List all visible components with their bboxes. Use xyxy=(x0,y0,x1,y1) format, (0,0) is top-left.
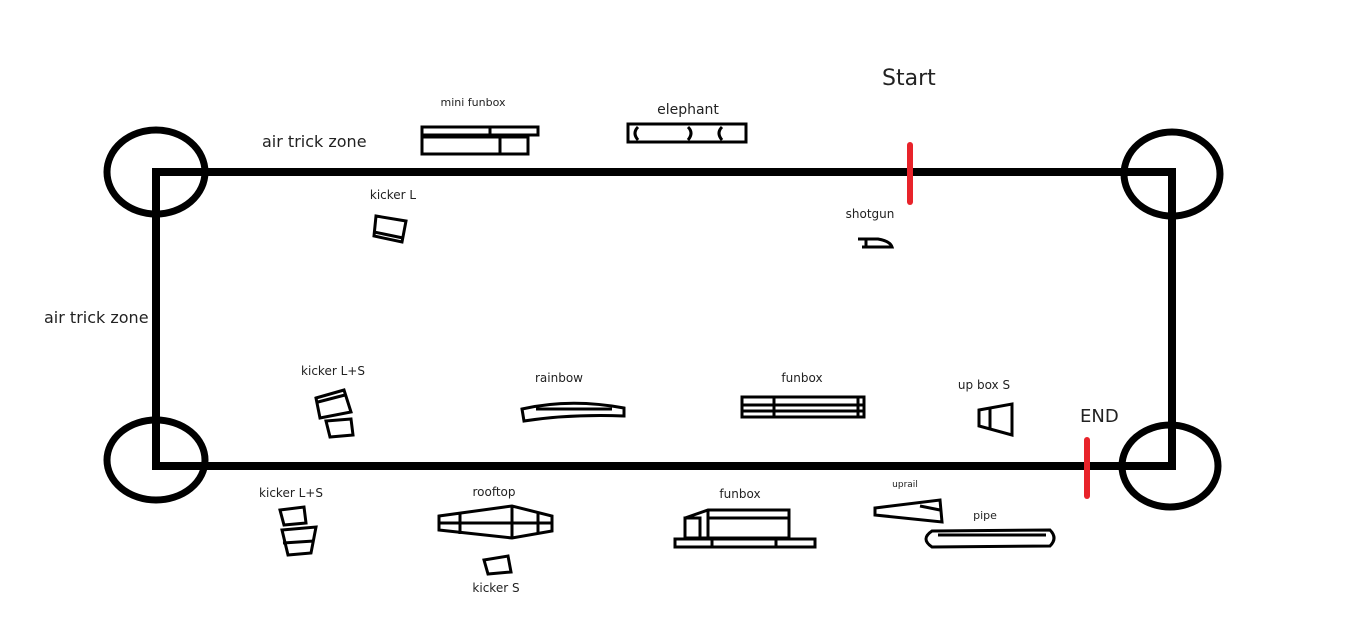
rainbow-label: rainbow xyxy=(535,371,583,385)
up-box-s-shape xyxy=(977,402,1014,437)
elephant-shape xyxy=(626,122,748,144)
funbox-outer-label: funbox xyxy=(719,487,761,501)
corner-circle-bottom-right xyxy=(1118,421,1222,511)
rooftop-label: rooftop xyxy=(472,485,516,499)
start-label: Start xyxy=(882,66,936,91)
kicker-s-label: kicker S xyxy=(472,581,520,595)
rainbow-shape xyxy=(520,401,626,423)
rooftop-shape xyxy=(437,504,554,540)
track-outline xyxy=(152,168,1176,470)
funbox-inner-label: funbox xyxy=(781,371,823,385)
kicker-l-label: kicker L xyxy=(369,188,417,202)
funbox-outer-shape xyxy=(673,508,817,549)
air-trick-zone-top-label: air trick zone xyxy=(262,132,367,151)
end-label: END xyxy=(1080,406,1119,427)
kicker-ls-outer-label: kicker L+S xyxy=(259,486,323,500)
kicker-s-shape xyxy=(482,554,513,576)
shotgun-shape xyxy=(858,237,895,249)
uprail-shape xyxy=(873,498,944,524)
up-box-s-label: up box S xyxy=(957,378,1011,392)
corner-circle-top-left xyxy=(103,126,209,218)
shotgun-label: shotgun xyxy=(845,207,895,221)
mini-funbox-shape xyxy=(420,125,540,156)
air-trick-zone-left-label: air trick zone xyxy=(44,308,149,327)
kicker-ls-inner-shape xyxy=(314,388,355,439)
kicker-ls-inner-label: kicker L+S xyxy=(301,364,365,378)
corner-circle-bottom-left xyxy=(103,416,209,504)
pipe-label: pipe xyxy=(973,509,997,522)
corner-circle-top-right xyxy=(1120,128,1224,220)
elephant-label: elephant xyxy=(657,102,719,118)
pipe-shape xyxy=(924,528,1056,549)
funbox-inner-shape xyxy=(740,395,866,419)
uprail-label: uprail xyxy=(892,480,918,490)
mini-funbox-label: mini funbox xyxy=(440,96,506,109)
kicker-l-shape xyxy=(372,214,408,244)
kicker-ls-outer-shape xyxy=(278,505,318,557)
